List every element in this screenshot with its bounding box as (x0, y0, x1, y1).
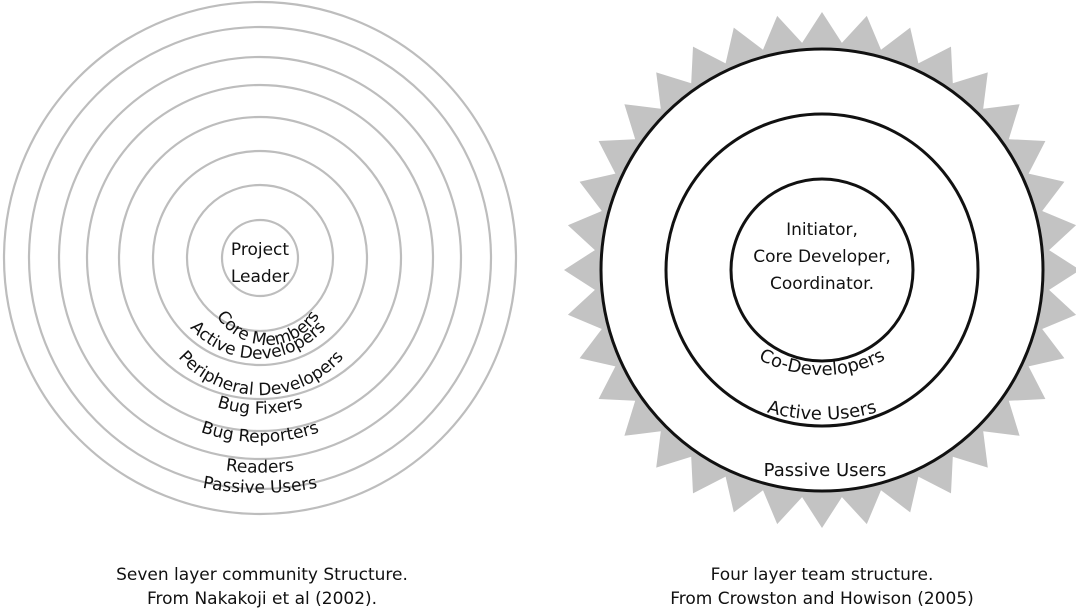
ring-active-users (599, 47, 1045, 493)
ring-core (729, 177, 915, 363)
seven-layer-diagram: Project Leader Core Members Active Devel… (2, 0, 518, 516)
right-caption-line1: Four layer team structure. (711, 565, 934, 585)
ring-passive-users (2, 0, 518, 516)
left-caption-line2: From Nakakoji et al (2002). (147, 589, 377, 609)
four-layer-diagram: Initiator, Core Developer, Coordinator. … (564, 12, 1076, 528)
ring-co-developers (664, 112, 980, 428)
ring-peripheral-developers (117, 115, 403, 401)
core-label-line1: Initiator, (786, 220, 858, 240)
ring-active-developers (151, 149, 369, 367)
ring-bug-fixers (85, 83, 435, 433)
right-caption-line2: From Crowston and Howison (2005) (670, 589, 974, 609)
ring-readers (27, 25, 493, 491)
left-caption-line1: Seven layer community Structure. (116, 565, 408, 585)
readers-label: Readers (225, 455, 295, 477)
ring-core-members (185, 183, 335, 333)
core-label-line3: Coordinator. (770, 274, 874, 294)
project-leader-label-line1: Project (231, 240, 289, 260)
core-label-line2: Core Developer, (753, 247, 891, 267)
bug-reporters-label: Bug Reporters (199, 418, 322, 448)
passive-users-label-right: Passive Users (764, 460, 887, 481)
project-leader-label-line2: Leader (231, 267, 289, 287)
ring-bug-reporters (57, 55, 463, 461)
ring-project-leader (220, 218, 300, 298)
